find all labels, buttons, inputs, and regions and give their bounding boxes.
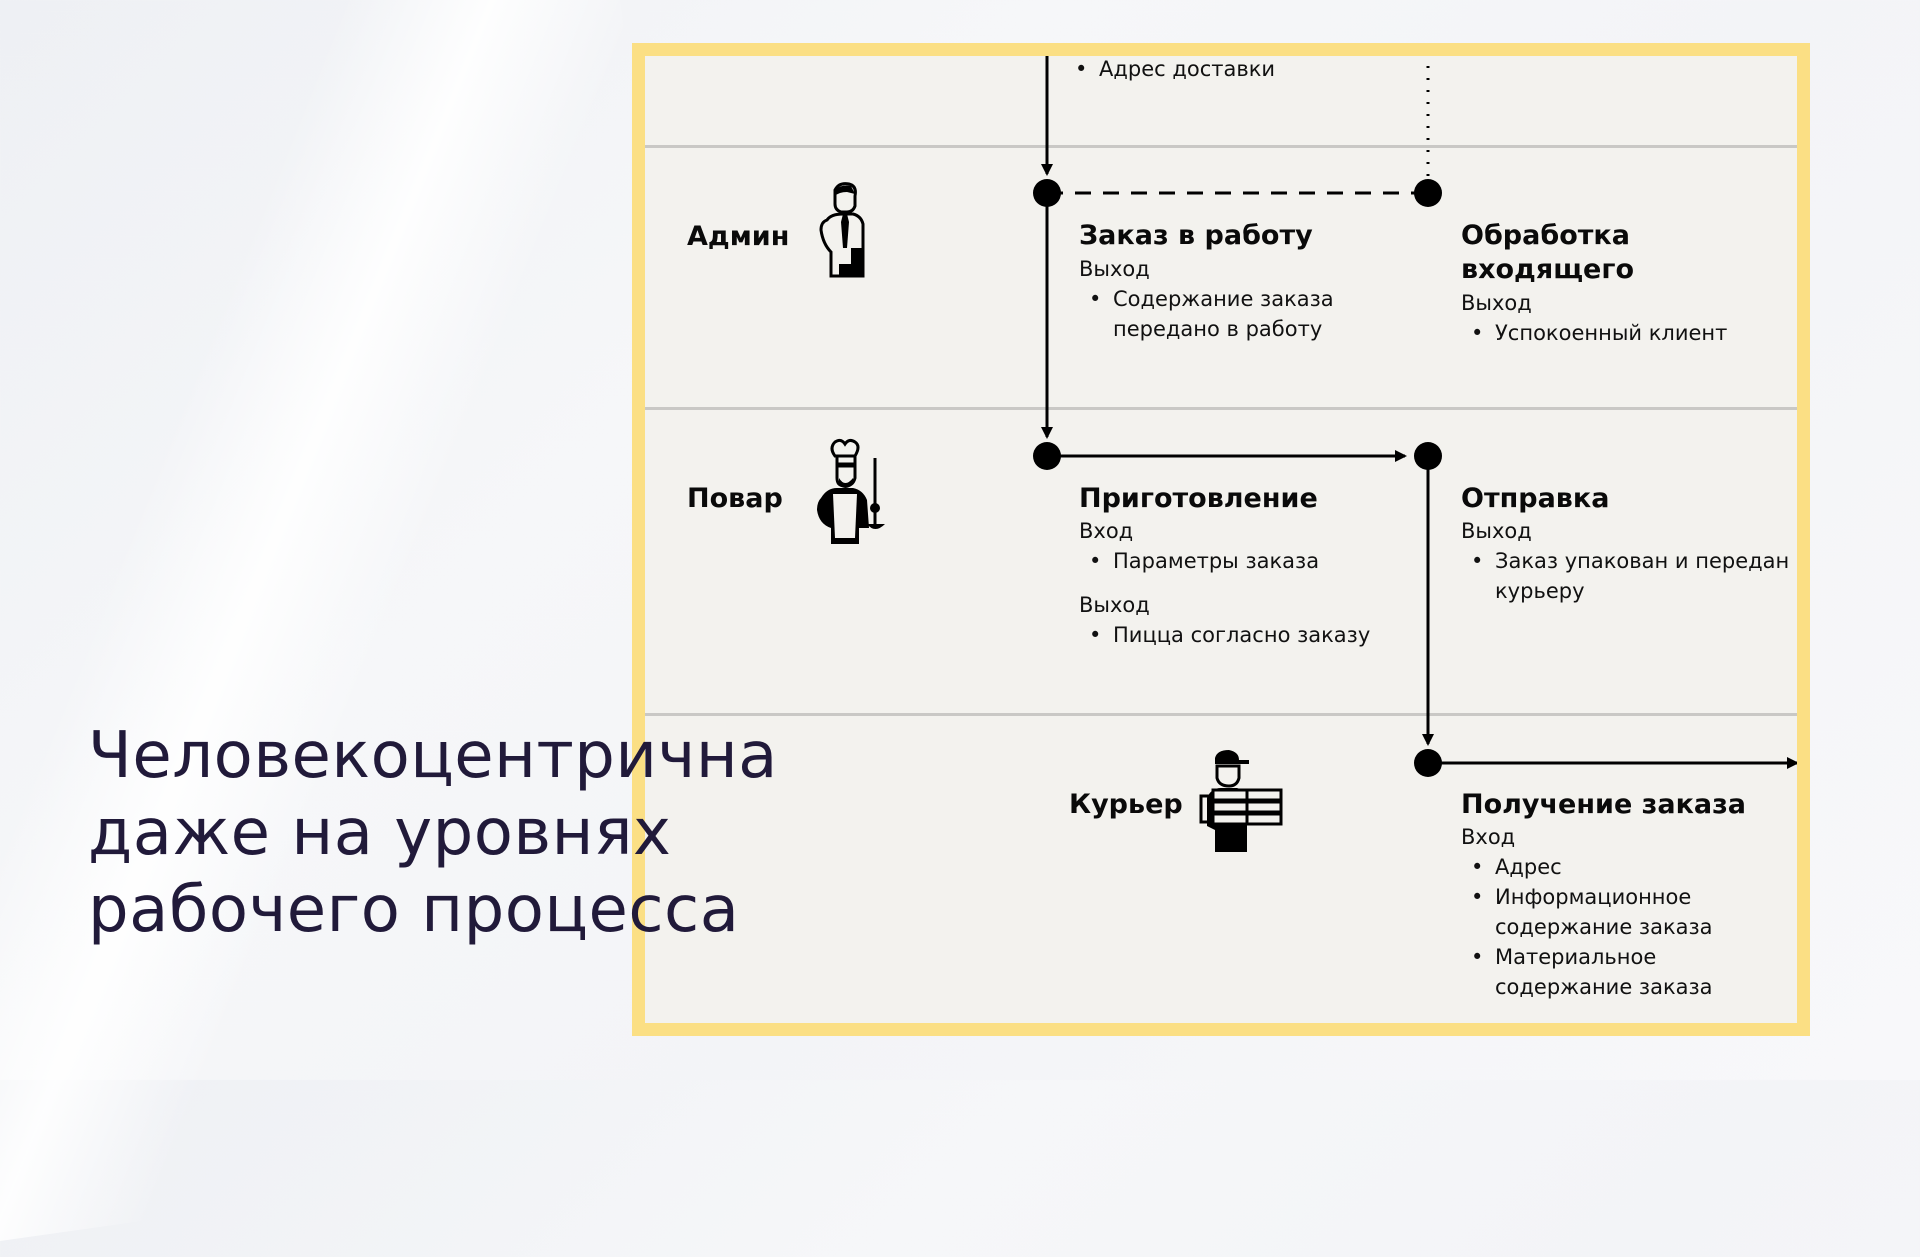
node-dot-incoming bbox=[1414, 179, 1442, 207]
list-item: Пицца согласно заказу bbox=[1079, 620, 1399, 650]
list-item: Заказ упакован и передан курьеру bbox=[1461, 546, 1797, 606]
flow-connectors bbox=[1033, 56, 1797, 777]
output-list-dispatch: Заказ упакован и передан курьеру bbox=[1461, 546, 1797, 606]
output-label: Выход bbox=[1079, 257, 1150, 281]
slide-headline: Человекоцентрична даже на уровнях рабоче… bbox=[88, 718, 778, 949]
node-dot-dispatch bbox=[1414, 442, 1442, 470]
lane-divider bbox=[645, 713, 1797, 716]
input-label: Вход bbox=[1461, 825, 1516, 849]
input-list-receive: Адрес Информационное содержание заказа М… bbox=[1461, 852, 1751, 1002]
headline-line: даже на уровнях bbox=[88, 796, 672, 870]
list-item: Адрес доставки bbox=[1065, 56, 1275, 84]
output-list-incoming: Успокоенный клиент bbox=[1461, 318, 1791, 348]
list-item: Информационное содержание заказа bbox=[1461, 882, 1751, 942]
list-item: Параметры заказа bbox=[1079, 546, 1399, 576]
output-list-order-to-work: Содержание заказа передано в работу bbox=[1079, 284, 1379, 344]
node-title-cooking: Приготовление bbox=[1079, 483, 1318, 514]
lane-label-cook: Повар bbox=[687, 483, 783, 514]
office-worker-icon bbox=[819, 182, 865, 278]
headline-line: Человекоцентрична bbox=[88, 719, 778, 793]
input-list-cooking: Параметры заказа bbox=[1079, 546, 1399, 576]
lane-label-courier: Курьер bbox=[1069, 789, 1183, 820]
node-title-order-to-work: Заказ в работу bbox=[1079, 220, 1313, 251]
node-title-incoming: Обработка входящего bbox=[1461, 219, 1634, 287]
node-dot-receive bbox=[1414, 749, 1442, 777]
list-item: Адрес bbox=[1461, 852, 1751, 882]
output-label: Выход bbox=[1461, 291, 1532, 315]
headline-line: рабочего процесса bbox=[88, 873, 740, 947]
node-title-line: Обработка bbox=[1461, 220, 1630, 251]
list-item: Успокоенный клиент bbox=[1461, 318, 1791, 348]
node-dot-cooking bbox=[1033, 442, 1061, 470]
node-title-receive: Получение заказа bbox=[1461, 789, 1747, 820]
lane-label-admin: Админ bbox=[687, 221, 790, 252]
lane-divider bbox=[645, 407, 1797, 410]
output-list-cooking: Пицца согласно заказу bbox=[1079, 620, 1399, 650]
output-label: Выход bbox=[1079, 593, 1150, 617]
node-dot-order-to-work bbox=[1033, 179, 1061, 207]
process-diagram-panel: Адрес доставки Админ Заказ в работу Выхо… bbox=[632, 43, 1810, 1036]
input-label: Вход bbox=[1079, 519, 1134, 543]
node-title-line: входящего bbox=[1461, 254, 1635, 285]
list-item: Содержание заказа передано в работу bbox=[1079, 284, 1379, 344]
courier-with-pizza-boxes-icon bbox=[1199, 750, 1283, 852]
output-label: Выход bbox=[1461, 519, 1532, 543]
lane-divider bbox=[645, 145, 1797, 148]
top-partial-list: Адрес доставки bbox=[1065, 56, 1275, 84]
node-title-dispatch: Отправка bbox=[1461, 483, 1610, 514]
list-item: Материальное содержание заказа bbox=[1461, 942, 1751, 1002]
chef-icon bbox=[817, 438, 885, 544]
